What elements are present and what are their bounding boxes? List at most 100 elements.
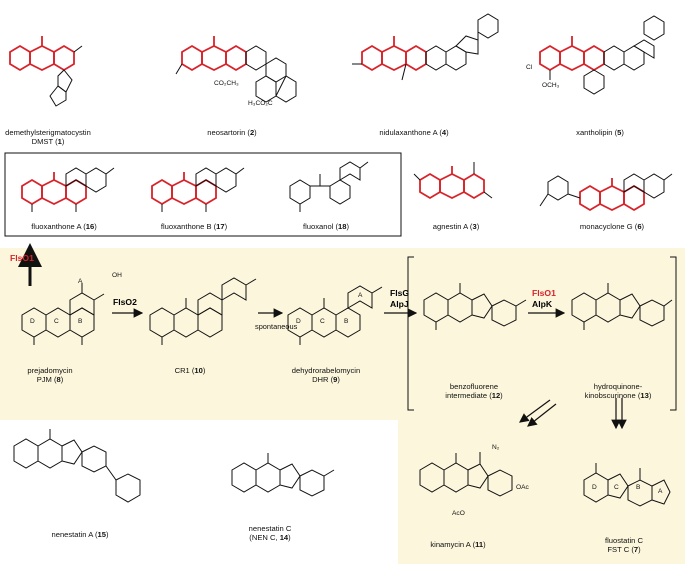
nidulaxanthone-name: nidulaxanthone A — [379, 128, 438, 137]
oac-kinamycin: OAc — [516, 484, 529, 491]
co2ch3-neosartorin: CO₂CH₃ — [214, 80, 239, 87]
label-fluoxanthone-a: fluoxanthone A (16) — [31, 222, 97, 231]
neosartorin-name: neosartorin — [207, 128, 246, 137]
structure-cr1 — [149, 277, 257, 345]
benzofluorene-num: 12 — [491, 391, 501, 400]
label-kinamycin: kinamycin A (11) — [430, 540, 486, 549]
dhr-sub: DHR — [312, 375, 329, 384]
dmst-num: 1 — [57, 137, 62, 146]
structure-nidulaxanthone — [352, 13, 499, 81]
fluostatin-sub: FST C — [607, 545, 630, 554]
kinamycin-name: kinamycin A — [430, 540, 471, 549]
hydroquinone-num: 13 — [640, 391, 649, 400]
label-nenestatin-c: nenestatin C (NEN C, 14) — [248, 524, 292, 542]
structure-hydroquinone-kinobscurinone — [571, 283, 673, 330]
structure-fluoxanthone-a — [21, 167, 115, 212]
ring-b-pjm: B — [78, 318, 83, 325]
enzyme-flso1: FlsO1 — [532, 288, 556, 298]
arrow-to-kinamycin — [519, 399, 551, 423]
oh-pjm: OH — [112, 272, 122, 279]
ring-a-fst: A — [658, 488, 663, 495]
enzyme-flso2: FlsO2 — [113, 297, 137, 307]
fluoxanthone-box — [4, 152, 402, 237]
ring-b-fst: B — [636, 484, 641, 491]
structure-fluoxanthone-b — [151, 167, 245, 212]
ring-b-dhr: B — [344, 318, 349, 325]
label-fluoxanol: fluoxanol (18) — [302, 222, 350, 231]
monacyclone-num: 6 — [637, 222, 642, 231]
dmst-name: demethylsterigmatocystin — [5, 128, 91, 137]
benzofluorene-sub: intermediate — [445, 391, 488, 400]
agnestin-num: 3 — [472, 222, 477, 231]
structure-nenestatin-a — [13, 429, 141, 503]
ring-c-dhr: C — [320, 318, 325, 325]
label-nidulaxanthone: nidulaxanthone A (4) — [379, 128, 449, 137]
structure-nenestatin-c — [231, 453, 335, 497]
ring-d-dhr: D — [296, 318, 301, 325]
pjm-sub: PJM — [36, 375, 52, 384]
och3-xantholipin: OCH₃ — [542, 82, 560, 89]
enzyme-spontaneous: spontaneous — [255, 322, 298, 331]
nenestatin-a-name: nenestatin A — [51, 530, 93, 539]
pjm-num: 8 — [56, 375, 61, 384]
arrow-to-kinamycin-2 — [527, 403, 557, 427]
label-agnestin: agnestin A (3) — [432, 222, 480, 231]
dhr-num: 9 — [333, 375, 338, 384]
nenestatin-c-num: 14 — [279, 533, 289, 542]
structure-fluoxanol — [289, 161, 369, 212]
ring-c-fst: C — [614, 484, 619, 491]
kinamycin-num: 11 — [475, 540, 484, 549]
xantholipin-num: 5 — [617, 128, 622, 137]
agnestin-name: agnestin A — [432, 222, 468, 231]
structure-benzofluorene — [423, 283, 527, 330]
benzofluorene-name: benzofluorene — [449, 382, 499, 391]
structure-kinamycin-a — [419, 452, 513, 497]
aco-kinamycin: AcO — [452, 510, 465, 517]
label-pjm: prejadomycin PJM (8) — [27, 366, 73, 384]
label-fluostatin: fluostatin C FST C (7) — [605, 536, 643, 554]
enzyme-flsg: FlsG — [390, 288, 410, 298]
structure-xantholipin — [539, 15, 665, 95]
fluostatin-name: fluostatin C — [605, 536, 643, 545]
nenestatin-c-name: nenestatin C — [248, 524, 292, 533]
nidulaxanthone-num: 4 — [441, 128, 447, 137]
fluoxanol-name: fluoxanol — [302, 222, 334, 231]
label-cr1: CR1 (10) — [174, 366, 206, 375]
cr1-num: 10 — [194, 366, 203, 375]
fluoxanthone-a-num: 16 — [85, 222, 95, 231]
structure-pjm — [21, 283, 105, 345]
label-dmst: demethylsterigmatocystin DMST (1) — [5, 128, 91, 146]
label-xantholipin: xantholipin (5) — [576, 128, 624, 137]
fluoxanthone-b-name: fluoxanthone B — [160, 222, 212, 231]
label-benzofluorene: benzofluorene intermediate (12) — [445, 382, 503, 400]
dmst-sub: DMST — [31, 137, 53, 146]
ring-d-fst: D — [592, 484, 597, 491]
label-nenestatin-a: nenestatin A (15) — [51, 530, 109, 539]
intermediate-bracket-right — [670, 256, 677, 411]
pathway-panel — [0, 248, 685, 564]
label-neosartorin: neosartorin (2) — [207, 128, 257, 137]
ring-a-dhr: A — [358, 292, 363, 299]
pjm-name: prejadomycin — [27, 366, 73, 375]
label-fluoxanthone-b: fluoxanthone B (17) — [160, 222, 228, 231]
fluoxanthone-a-name: fluoxanthone A — [31, 222, 82, 231]
n2-kinamycin: N₂ — [492, 444, 500, 451]
ring-a-pjm: A — [78, 278, 83, 285]
neosartorin-num: 2 — [249, 128, 255, 137]
intermediate-bracket-left — [407, 256, 414, 411]
structure-dhr — [287, 285, 383, 345]
label-monacyclone: monacyclone G (6) — [579, 222, 645, 231]
structure-dmst — [9, 36, 83, 107]
ring-d-pjm: D — [30, 318, 35, 325]
structure-neosartorin — [175, 36, 297, 103]
label-hydroquinone: hydroquinone- kinobscurinone (13) — [584, 382, 652, 400]
enzyme-flso1-up: FlsO1 — [10, 253, 34, 263]
fluostatin-num: 7 — [633, 545, 639, 554]
cl-xantholipin: Cl — [526, 64, 533, 71]
fluoxanthone-b-num: 17 — [216, 222, 225, 231]
cr1-name: CR1 — [174, 366, 190, 375]
h3co2c-neosartorin: H₃CO₂C — [248, 100, 273, 107]
structure-fluostatin-c — [583, 463, 671, 507]
monacyclone-name: monacyclone G — [579, 222, 633, 231]
